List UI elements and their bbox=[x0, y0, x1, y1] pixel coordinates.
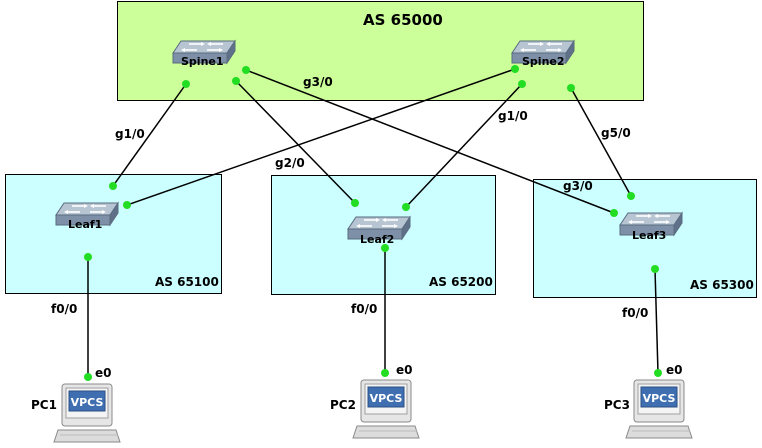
port-dot bbox=[109, 182, 117, 190]
port-dot bbox=[242, 66, 250, 74]
pc-label-pc1: PC1 bbox=[31, 398, 57, 412]
pc2-screen-text: VPCS bbox=[370, 392, 403, 405]
port-dot bbox=[381, 244, 389, 252]
device-label-leaf3: Leaf3 bbox=[632, 229, 666, 242]
link-spine2-leaf3 bbox=[570, 87, 632, 197]
link-spine1-leaf3 bbox=[245, 69, 615, 214]
link-leaf3-pc3 bbox=[654, 268, 659, 374]
vpcs-icon bbox=[53, 383, 121, 443]
links bbox=[87, 68, 659, 377]
iface-label-spine2-leaf3: g5/0 bbox=[601, 126, 631, 140]
pc1-screen-text: VPCS bbox=[71, 396, 104, 409]
port-dot bbox=[182, 80, 190, 88]
iface-label-spine1-leaf1: g1/0 bbox=[115, 127, 145, 141]
link-spine1-leaf2 bbox=[235, 80, 356, 204]
pc-label-pc3: PC3 bbox=[604, 398, 630, 412]
as-box-leaf1 bbox=[5, 174, 222, 294]
port-dot bbox=[651, 265, 659, 273]
port-dot bbox=[518, 80, 526, 88]
port-dot bbox=[627, 192, 635, 200]
iface-label-leaf1-pc1: f0/0 bbox=[51, 302, 77, 316]
device-label-leaf1: Leaf1 bbox=[68, 218, 102, 231]
port-dot bbox=[232, 77, 240, 85]
iface-label-spine2-leaf2: g1/0 bbox=[498, 109, 528, 123]
device-pc3[interactable]: VPCS bbox=[625, 379, 693, 439]
device-label-spine1: Spine1 bbox=[181, 55, 224, 68]
port-dots bbox=[84, 65, 662, 381]
as-label-spine: AS 65000 bbox=[363, 11, 443, 29]
device-leaf1[interactable]: Leaf1 bbox=[55, 202, 119, 231]
port-dot bbox=[402, 203, 410, 211]
iface-label-pc1-e0: e0 bbox=[95, 366, 112, 380]
iface-label-spine1-leaf3: g3/0 bbox=[303, 75, 333, 89]
port-dot bbox=[610, 209, 618, 217]
port-dot bbox=[84, 373, 92, 381]
iface-label-leaf3-pc3: f0/0 bbox=[622, 306, 648, 320]
iface-label-pc3-e0: e0 bbox=[666, 363, 683, 377]
vpcs-icon bbox=[625, 379, 693, 439]
port-dot bbox=[381, 369, 389, 377]
device-leaf3[interactable]: Leaf3 bbox=[619, 212, 683, 242]
iface-label-leaf2-pc2: f0/0 bbox=[351, 302, 377, 316]
as-label-leaf3: AS 65300 bbox=[690, 278, 754, 292]
device-pc2[interactable]: VPCS bbox=[352, 379, 420, 439]
port-dot bbox=[567, 84, 575, 92]
device-pc1[interactable]: VPCS bbox=[53, 383, 121, 443]
link-spine2-leaf2 bbox=[405, 83, 523, 208]
link-spine1-leaf1 bbox=[112, 83, 187, 187]
iface-label-leaf3-spine1: g3/0 bbox=[563, 179, 593, 193]
device-label-spine2: Spine2 bbox=[522, 55, 565, 68]
pc3-screen-text: VPCS bbox=[643, 392, 676, 405]
port-dot bbox=[84, 253, 92, 261]
as-box-leaf3 bbox=[533, 179, 757, 298]
device-spine1[interactable]: Spine1 bbox=[172, 40, 236, 68]
port-dot bbox=[654, 369, 662, 377]
port-dot bbox=[351, 199, 359, 207]
iface-label-spine1-leaf2: g2/0 bbox=[275, 156, 305, 170]
device-leaf2[interactable]: Leaf2 bbox=[347, 216, 411, 246]
vpcs-icon bbox=[352, 379, 420, 439]
as-label-leaf2: AS 65200 bbox=[429, 275, 493, 289]
device-label-leaf2: Leaf2 bbox=[360, 233, 394, 246]
iface-label-pc2-e0: e0 bbox=[396, 363, 413, 377]
pc-label-pc2: PC2 bbox=[330, 398, 356, 412]
device-spine2[interactable]: Spine2 bbox=[511, 40, 575, 68]
as-label-leaf1: AS 65100 bbox=[155, 275, 219, 289]
link-spine2-leaf1 bbox=[126, 68, 516, 206]
port-dot bbox=[123, 201, 131, 209]
port-dot bbox=[511, 65, 519, 73]
